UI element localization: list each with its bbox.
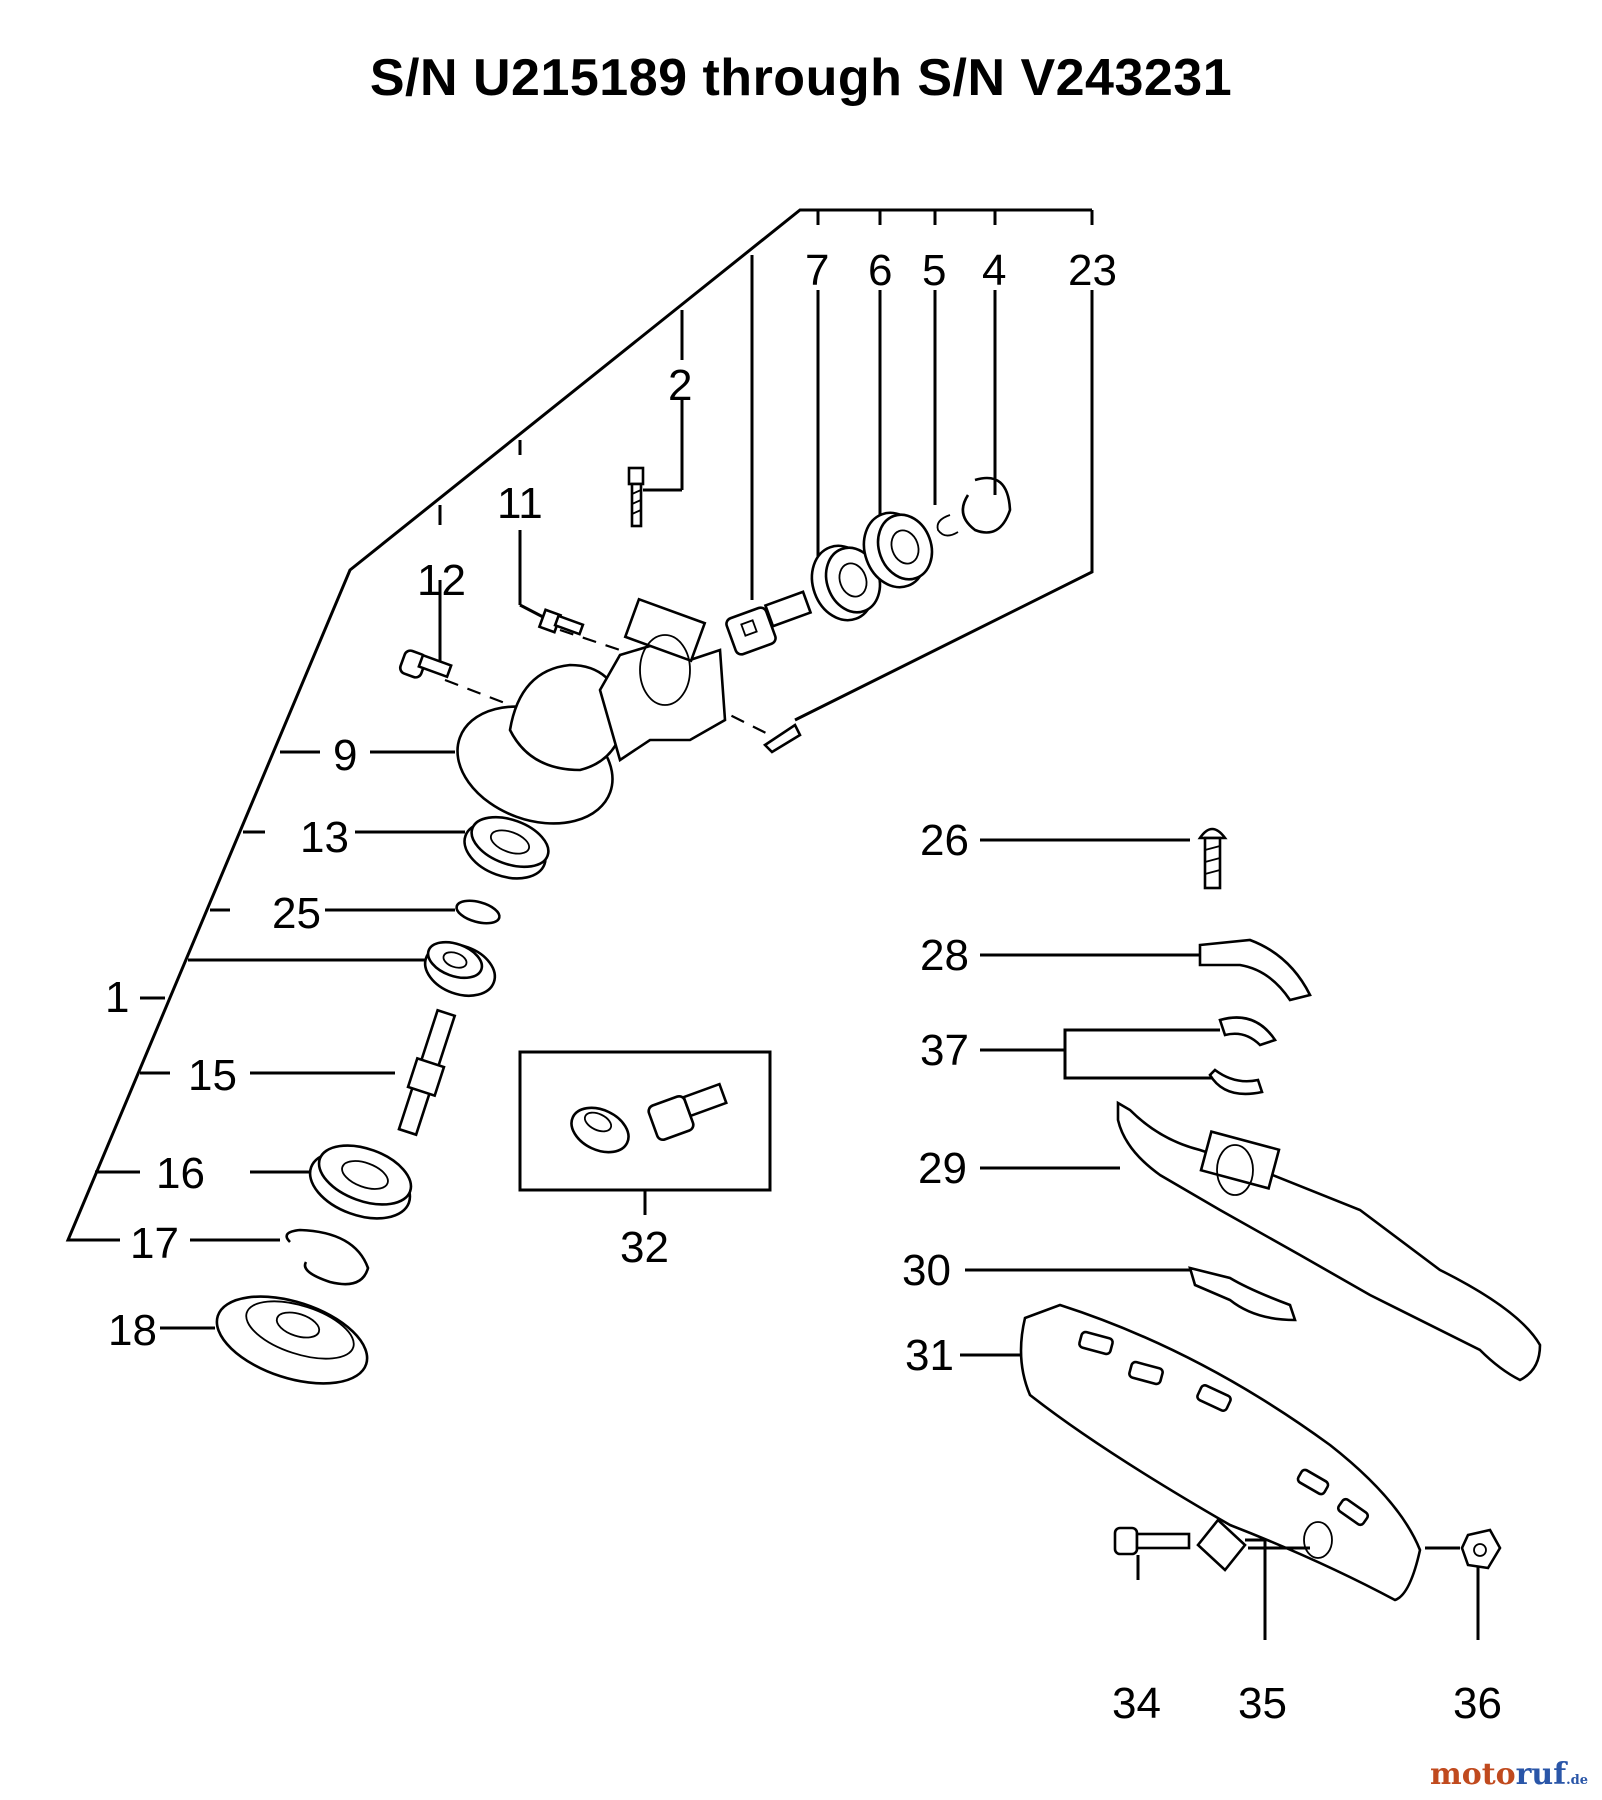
callout-13: 13: [300, 813, 349, 862]
callout-32: 35: [1238, 1679, 1287, 1728]
part-23-pin: [762, 723, 802, 754]
callout-36: 36: [1453, 1679, 1502, 1728]
callout-6: 6: [868, 246, 892, 295]
part-pinion-gear: [725, 590, 813, 656]
part-28-clamp: [1198, 938, 1312, 1002]
part-32-square-washer: [1196, 1518, 1247, 1572]
callout-34: 34: [1112, 1679, 1161, 1728]
callout-30: 30: [902, 1246, 951, 1295]
part-11-bolt: [537, 608, 585, 636]
part-7-bearing: [810, 544, 882, 622]
callout-1: 1: [105, 973, 129, 1022]
part-bevel-gear: [423, 940, 497, 997]
callout-5: 5: [922, 246, 946, 295]
part-12-bolt: [398, 649, 453, 679]
part-34-bolt: [1113, 1526, 1191, 1556]
callout-11: 11: [497, 479, 543, 528]
part-31-guard: [1019, 1303, 1422, 1602]
callout-7: 7: [805, 246, 829, 295]
callout-15: 15: [188, 1051, 237, 1100]
callout-12: 12: [417, 556, 466, 605]
part-37-shell-top: [1218, 1016, 1278, 1047]
callout-25: 25: [272, 889, 321, 938]
callout-26: 26: [920, 816, 969, 865]
part-26-screw: [1197, 827, 1228, 890]
part-13-bearing: [463, 815, 550, 880]
callout-35: 32: [620, 1223, 669, 1272]
callout-16: 16: [156, 1149, 205, 1198]
leader-23: [794, 290, 1094, 722]
part-15-shaft: [397, 1008, 457, 1137]
part-18-disc: [215, 1295, 369, 1385]
part-5-clip: [936, 514, 959, 537]
part-30-clamp-strap: [1188, 1266, 1297, 1322]
part-16-bearing: [308, 1144, 413, 1220]
assembly-bracket-1: [65, 208, 1094, 1242]
callout-28: 28: [920, 931, 969, 980]
part-35-gear-kit: [518, 1050, 772, 1215]
callout-9: 9: [333, 731, 357, 780]
part-36-nut: [1460, 1528, 1502, 1570]
part-37-shell-bottom: [1208, 1068, 1264, 1096]
callout-37: 37: [920, 1026, 969, 1075]
callout-4: 4: [982, 246, 1006, 295]
callout-17: 17: [130, 1219, 179, 1268]
callout-23: 23: [1068, 246, 1117, 295]
part-9-gear-housing: [456, 597, 727, 825]
part-2-screw: [627, 466, 645, 528]
part-17-snap-ring: [285, 1228, 370, 1286]
callout-18: 18: [108, 1306, 157, 1355]
part-6-bearing: [862, 511, 934, 589]
callout-31: 31: [905, 1331, 954, 1380]
part-29-guard-bracket: [1116, 1100, 1542, 1382]
watermark-logo: motoruf.de: [1429, 1757, 1588, 1792]
callout-29: 29: [918, 1144, 967, 1193]
page-title: S/N U215189 through S/N V243231: [369, 49, 1233, 107]
part-25-washer: [455, 899, 501, 925]
callout-2: 2: [668, 361, 692, 410]
part-4-snap-ring: [961, 476, 1012, 534]
